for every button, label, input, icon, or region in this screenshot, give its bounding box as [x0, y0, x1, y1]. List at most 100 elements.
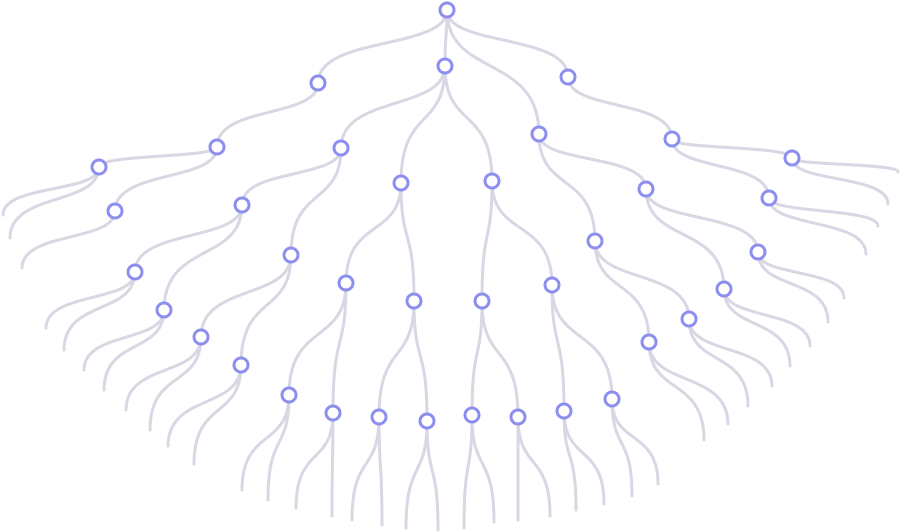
branch-line	[490, 179, 554, 287]
branch-line	[97, 145, 219, 169]
branch-line	[339, 64, 447, 150]
tree-node	[192, 328, 210, 346]
leaf-strand	[294, 411, 335, 510]
tree-node	[233, 196, 251, 214]
branch-line	[566, 75, 674, 141]
tree-node	[90, 158, 108, 176]
branch-line	[480, 179, 494, 303]
leaf-strand	[687, 317, 774, 388]
leaf-strand	[192, 363, 243, 466]
tree-node	[438, 1, 456, 19]
tree-node	[324, 404, 342, 422]
leaf-strand	[462, 413, 474, 530]
tree-node	[392, 174, 410, 192]
tree-node	[555, 402, 573, 420]
leaf-strand	[610, 397, 660, 486]
branch-line	[445, 8, 570, 79]
tree-node	[405, 292, 423, 310]
branch-line	[344, 181, 403, 285]
branch-lines	[1, 8, 900, 532]
leaf-strand	[647, 340, 706, 442]
branch-line	[593, 239, 691, 321]
branch-line	[316, 8, 449, 85]
leaf-strand	[148, 335, 203, 432]
tree-node	[530, 125, 548, 143]
branch-line	[199, 253, 293, 339]
branch-line	[470, 299, 484, 417]
branch-line	[480, 299, 520, 419]
leaf-strand	[722, 287, 812, 348]
branch-line	[215, 81, 320, 149]
tree-node	[332, 139, 350, 157]
leaf-strand	[82, 308, 166, 372]
leaf-strand	[102, 308, 166, 392]
tree-node	[463, 406, 481, 424]
branch-line	[593, 239, 651, 344]
branch-line	[113, 145, 219, 213]
tree-node	[106, 202, 124, 220]
branch-line	[377, 299, 416, 419]
leaf-strand	[240, 393, 291, 492]
leaf-strand	[377, 415, 384, 527]
branch-line	[162, 203, 244, 312]
leaf-strand	[266, 393, 291, 502]
tree-node	[543, 276, 561, 294]
tree-nodes	[90, 1, 801, 430]
branch-line	[399, 64, 447, 185]
branch-line	[133, 203, 244, 274]
tree-node	[637, 180, 655, 198]
leaf-strand	[404, 419, 429, 530]
branch-line	[670, 137, 771, 200]
branch-line	[670, 137, 794, 160]
tree-node	[483, 172, 501, 190]
leaf-strand	[647, 340, 730, 426]
tree-node	[783, 149, 801, 167]
leaf-strand	[687, 317, 750, 408]
leaf-strand	[790, 156, 900, 174]
tree-node	[715, 280, 733, 298]
branch-line	[287, 281, 348, 397]
tree-node	[473, 292, 491, 310]
leaf-strand	[44, 270, 137, 330]
tree-node	[586, 232, 604, 250]
branch-line	[445, 8, 541, 136]
leaf-strand	[8, 165, 101, 240]
leaf-strand	[350, 415, 381, 522]
leaf-strand	[470, 413, 496, 524]
tree-node	[418, 412, 436, 430]
leaf-strand	[1, 165, 101, 217]
tree-node	[232, 356, 250, 374]
tree-node	[208, 138, 226, 156]
tree-node	[436, 57, 454, 75]
leaf-strand	[330, 411, 335, 518]
leaf-strand	[62, 270, 137, 352]
leaf-strand	[20, 209, 117, 270]
branch-line	[537, 132, 597, 243]
tree-node	[749, 243, 767, 261]
tree-node	[603, 390, 621, 408]
leaf-strand	[722, 287, 792, 368]
branch-line	[550, 283, 614, 401]
leaf-strand	[767, 196, 868, 256]
branch-line	[331, 281, 348, 415]
branch-line	[289, 146, 343, 257]
tree-node	[680, 310, 698, 328]
leaf-strand	[516, 415, 552, 518]
branch-line	[537, 132, 648, 191]
tree-node	[663, 130, 681, 148]
tree-node	[155, 301, 173, 319]
branch-line	[443, 64, 494, 183]
branch-line	[399, 181, 416, 303]
branch-line	[644, 187, 760, 254]
tree-node	[640, 333, 658, 351]
tree-node	[309, 74, 327, 92]
tree-node	[337, 274, 355, 292]
leaf-strand	[767, 196, 880, 228]
branch-line	[644, 187, 726, 291]
tree-node	[760, 189, 778, 207]
leaf-strand	[756, 250, 830, 324]
branch-line	[239, 253, 293, 367]
branch-line	[550, 283, 566, 413]
tree-node	[370, 408, 388, 426]
